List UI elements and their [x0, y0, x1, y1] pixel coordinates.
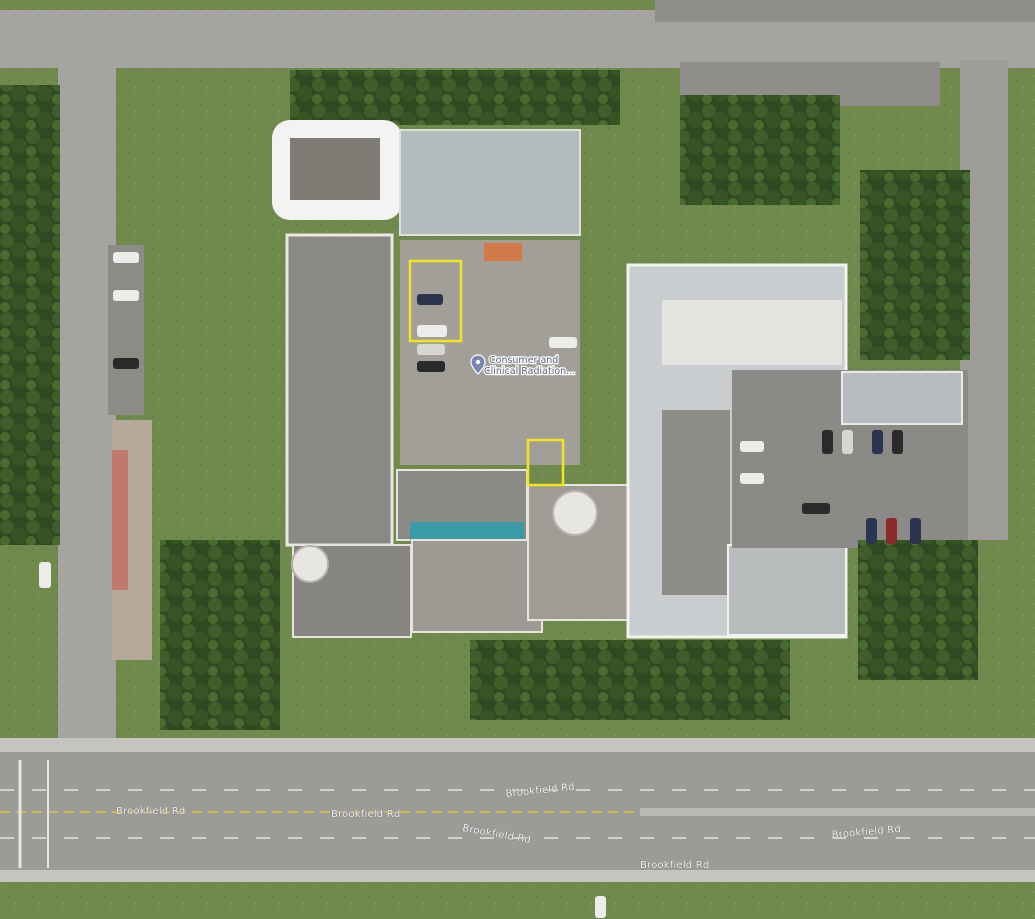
highlight-box-parking[interactable] — [408, 259, 463, 343]
car — [113, 252, 139, 263]
car — [417, 361, 445, 372]
median — [640, 808, 1035, 816]
dome-west — [291, 545, 329, 583]
street-label-brookfield: Brookfield Rd — [116, 806, 185, 817]
car — [740, 441, 764, 452]
bike-lane — [112, 450, 128, 590]
pin-dot — [475, 359, 481, 365]
car — [595, 896, 606, 918]
highlight-box-entrance[interactable] — [526, 438, 565, 487]
car — [842, 430, 853, 454]
parking-lot-left — [108, 245, 144, 415]
car — [886, 518, 897, 544]
poi-marker[interactable] — [470, 354, 486, 375]
car — [113, 358, 139, 369]
road-left — [58, 10, 116, 770]
trees-south-middle — [470, 640, 790, 720]
building-north-roof — [290, 138, 380, 200]
car — [740, 473, 764, 484]
building-south-mid — [411, 539, 543, 633]
car — [892, 430, 903, 454]
trees-south-west — [160, 540, 280, 730]
car — [113, 290, 139, 301]
building-left-wing — [285, 233, 394, 547]
car — [910, 518, 921, 544]
trees-upper-right — [680, 95, 840, 205]
dome-east — [552, 490, 598, 536]
car — [39, 562, 51, 588]
car — [417, 344, 445, 355]
street-label-brookfield: Brookfield Rd — [331, 809, 400, 820]
building-east-annex — [841, 371, 963, 425]
car — [549, 337, 577, 348]
glass-roof — [410, 522, 524, 540]
courtyard-roof-orange — [484, 243, 522, 261]
building-east-roof-dark — [662, 410, 730, 595]
car — [872, 430, 883, 454]
poi-label-line2[interactable]: Clinical Radiation... — [483, 365, 577, 378]
trees-south-east — [858, 540, 978, 680]
poi-label-line1[interactable]: Consumer and — [488, 354, 560, 367]
car — [417, 294, 443, 305]
trees-right — [860, 170, 970, 360]
car — [417, 325, 447, 337]
parking-lot-top — [655, 0, 1035, 22]
building-east-roof-white — [662, 300, 842, 365]
car — [802, 503, 830, 514]
trees-top-middle — [290, 70, 620, 125]
sidewalk-south — [0, 870, 1035, 882]
car — [822, 430, 833, 454]
building-east-south — [727, 544, 847, 636]
car — [866, 518, 877, 544]
building-north-annex — [399, 129, 581, 236]
grass-south — [0, 882, 1035, 919]
sidewalk-north — [0, 738, 1035, 752]
trees-left — [0, 85, 60, 545]
street-label-brookfield: Brookfield Rd — [640, 860, 709, 871]
map-pin-icon[interactable] — [470, 354, 486, 375]
